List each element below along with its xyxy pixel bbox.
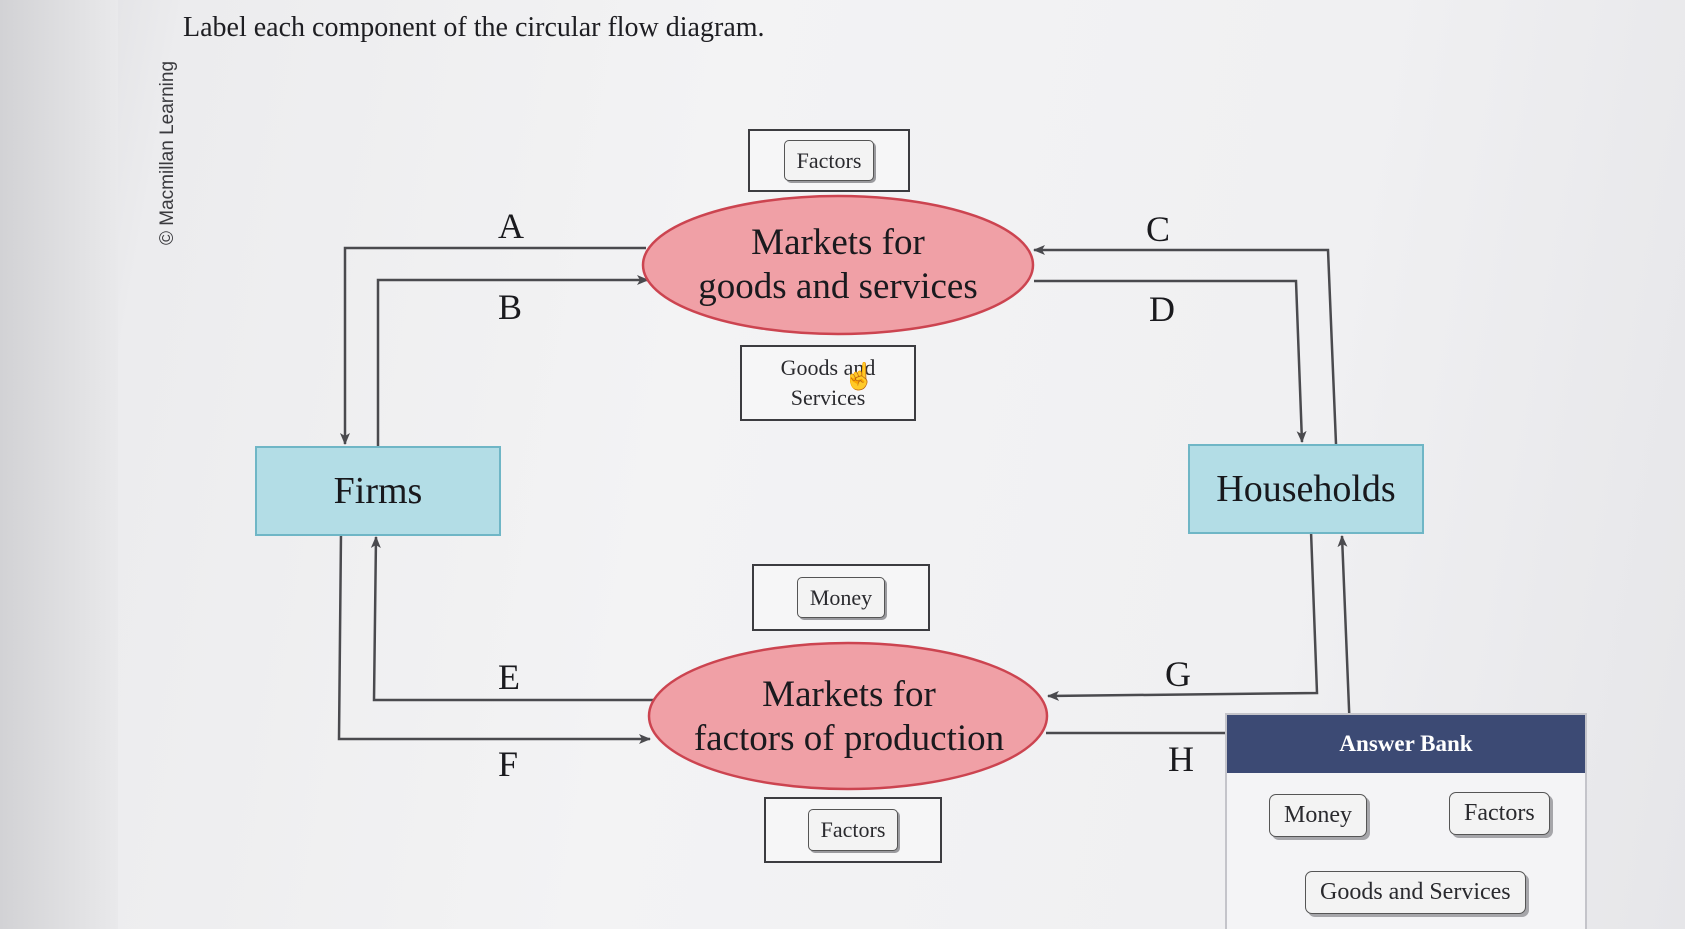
hand-pointer-icon: ☝ (843, 362, 876, 391)
answer-bank-item-money[interactable]: Money (1269, 794, 1367, 837)
firms-node: Firms (255, 446, 501, 536)
flow-label-c: C (1146, 209, 1171, 249)
flow-c-arrow (1033, 245, 1338, 445)
flow-label-h: H (1168, 739, 1194, 779)
goods-market-ellipse (641, 194, 1035, 336)
flow-d-arrow (1034, 279, 1307, 443)
answer-bank-title: Answer Bank (1227, 715, 1585, 773)
instruction-text: Label each component of the circular flo… (183, 12, 765, 43)
placed-label-factors-bottom[interactable]: Factors (807, 809, 899, 851)
answer-bank-item-factors[interactable]: Factors (1449, 792, 1550, 835)
flow-label-g: G (1165, 654, 1191, 694)
flow-label-f: F (498, 744, 519, 784)
flow-label-e: E (498, 657, 520, 697)
drop-target-top-upper[interactable]: Factors (748, 129, 910, 192)
drop-target-bottom-upper[interactable]: Money (752, 564, 930, 631)
households-node: Households (1188, 444, 1424, 534)
flow-label-a: A (498, 206, 524, 246)
flow-e-arrow (370, 536, 655, 702)
placed-label-goods-line-1: Goods and (780, 355, 876, 381)
drop-target-bottom-lower[interactable]: Factors (764, 797, 942, 863)
answer-bank: Answer Bank Money Factors Goods and Serv… (1225, 713, 1587, 929)
factors-market-ellipse (647, 641, 1049, 791)
answer-bank-item-goods-services[interactable]: Goods and Services (1305, 871, 1526, 914)
placed-label-goods-services[interactable]: Goods and Services (781, 353, 876, 412)
placed-label-factors-top[interactable]: Factors (783, 139, 875, 182)
flow-h-arrow (1046, 535, 1352, 735)
flow-f-arrow (337, 532, 651, 744)
flow-a-arrow (340, 246, 646, 445)
placed-label-money[interactable]: Money (796, 576, 886, 619)
flow-label-b: B (498, 287, 523, 327)
flow-g-arrow (1047, 530, 1319, 701)
drop-target-top-lower[interactable]: Goods and Services (740, 345, 916, 421)
screen-bezel (0, 0, 118, 929)
placed-label-goods-line-2: Services (790, 385, 866, 410)
flow-b-arrow (376, 275, 649, 446)
flow-label-d: D (1149, 289, 1175, 329)
